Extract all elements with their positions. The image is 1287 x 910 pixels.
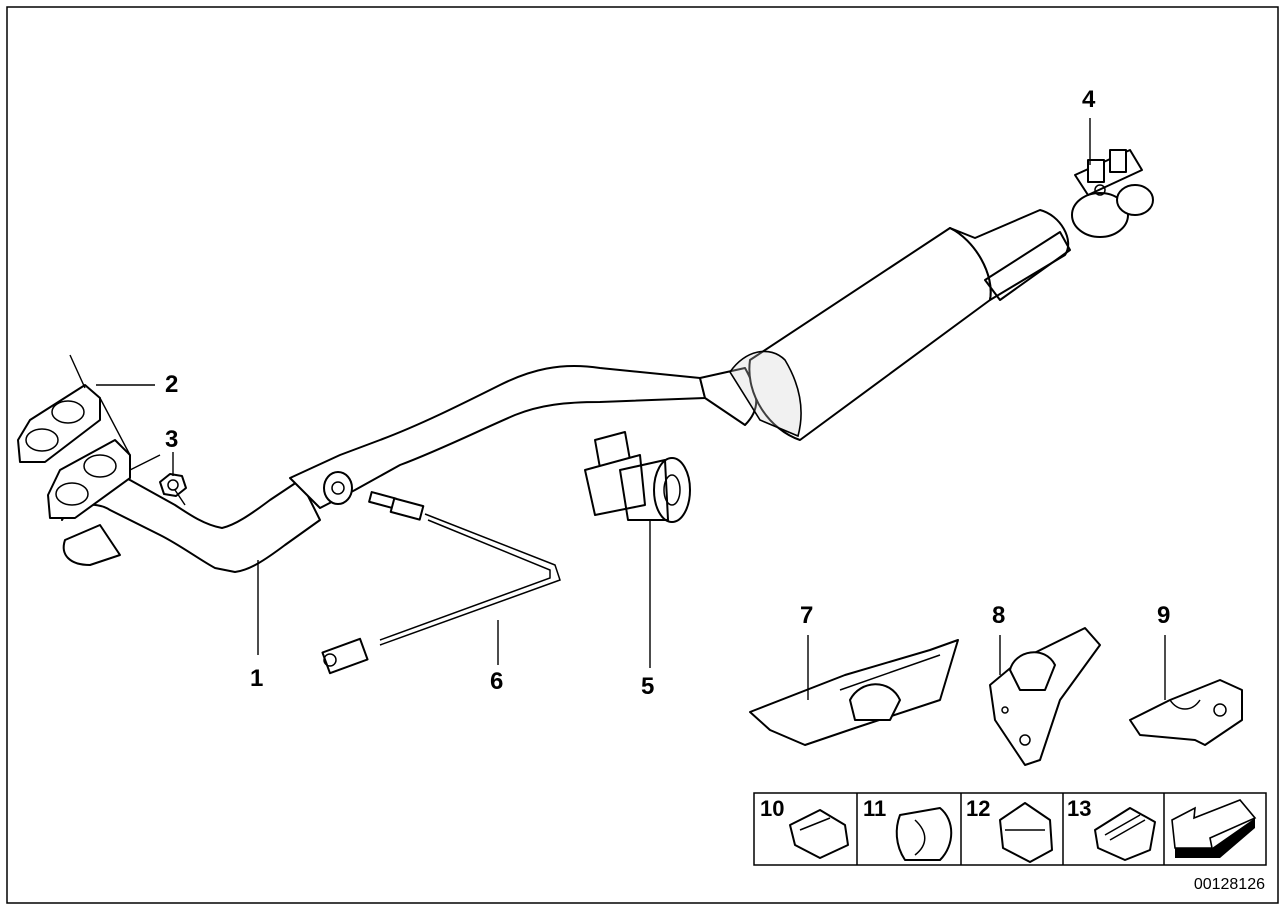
bracket-7-part[interactable] xyxy=(749,639,959,746)
clip-12-part[interactable] xyxy=(999,802,1053,863)
bracket-9-part[interactable] xyxy=(1129,679,1243,746)
clip-10-part[interactable] xyxy=(789,809,849,859)
callout-8: 8 xyxy=(992,602,1006,629)
clip-13-part[interactable] xyxy=(1094,807,1156,861)
callout-9: 9 xyxy=(1157,602,1171,629)
thumb-label-12: 12 xyxy=(966,796,991,821)
oxygen-sensor-part[interactable] xyxy=(321,491,561,675)
nut-part[interactable] xyxy=(159,473,187,497)
bracket-8-part[interactable] xyxy=(989,627,1101,766)
thumb-label-13: 13 xyxy=(1067,796,1092,821)
callout-3: 3 xyxy=(165,426,179,453)
nav-arrow-icon[interactable] xyxy=(1171,799,1257,858)
leader-lines xyxy=(69,118,1166,700)
clamp-part[interactable] xyxy=(1071,149,1154,238)
front-pipe-part[interactable] xyxy=(61,365,758,573)
diagram-frame xyxy=(6,6,1279,904)
callout-6: 6 xyxy=(490,668,504,695)
callout-2: 2 xyxy=(165,371,179,398)
diagram-id: 00128126 xyxy=(1193,876,1265,893)
callout-4: 4 xyxy=(1082,86,1096,113)
clip-11-part[interactable] xyxy=(895,807,953,861)
callout-5: 5 xyxy=(641,673,655,700)
rubber-mount-part[interactable] xyxy=(584,431,691,523)
gasket-part[interactable] xyxy=(17,384,131,519)
thumb-label-10: 10 xyxy=(760,796,785,821)
catalytic-converter-part[interactable] xyxy=(729,209,1071,441)
thumb-label-11: 11 xyxy=(863,796,887,821)
callout-7: 7 xyxy=(800,602,814,629)
callout-1: 1 xyxy=(250,665,264,692)
